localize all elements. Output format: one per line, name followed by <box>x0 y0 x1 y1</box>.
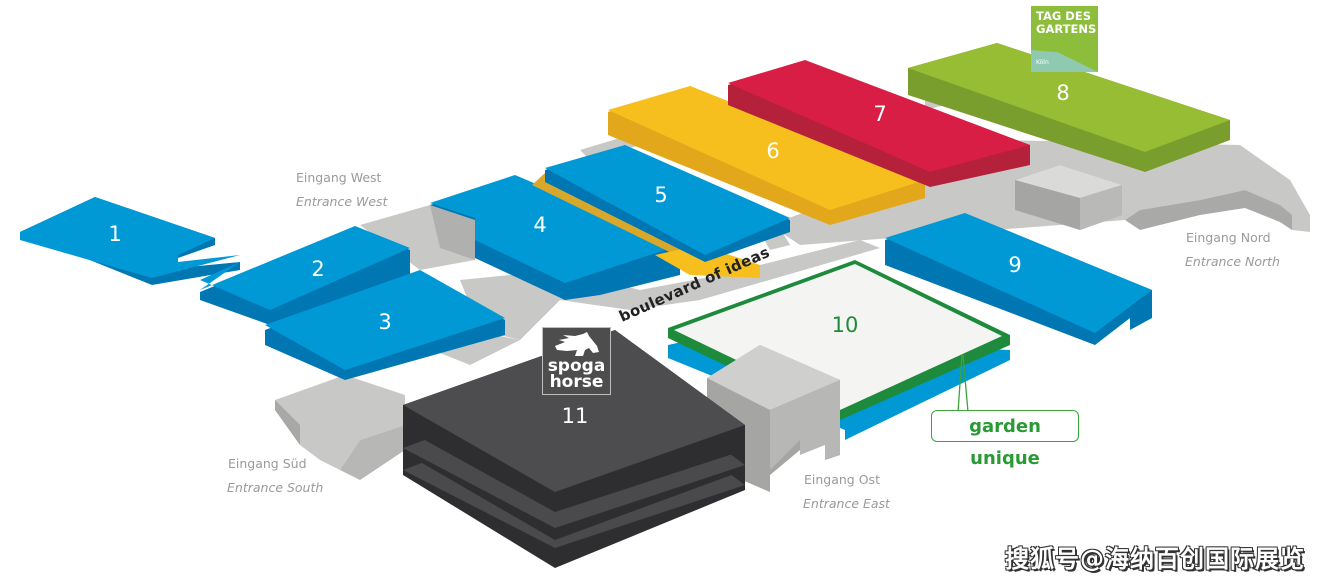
hall-9-label: 9 <box>1008 253 1021 277</box>
hall-3-label: 3 <box>378 310 391 334</box>
hall-1[interactable]: 1 <box>20 197 240 285</box>
entrance-west-en: Entrance West <box>296 194 389 209</box>
entrance-south-en: Entrance South <box>227 480 323 495</box>
garden-unique-pointer <box>957 354 963 413</box>
entrance-north-building <box>1015 165 1122 230</box>
hall-1-label: 1 <box>108 222 121 246</box>
entrance-east-de: Eingang Ost <box>804 472 880 487</box>
garden-unique-label: garden unique <box>931 410 1079 469</box>
entrance-west-de: Eingang West <box>296 170 382 185</box>
atrium-4-5-floor <box>655 245 760 278</box>
logo-line-1: TAG DES <box>1036 9 1091 23</box>
hall-11-label: 11 <box>562 404 589 428</box>
hall-4-label: 4 <box>533 213 546 237</box>
garden-unique-pointer-2 <box>962 354 969 413</box>
tag-des-gartens-text: TAG DES GARTENS <box>1036 10 1096 36</box>
spoga-text: spoga <box>547 356 606 376</box>
hall-6[interactable]: 6 <box>608 86 925 225</box>
horse-text: horse <box>549 372 604 392</box>
entrance-east-en: Entrance East <box>803 496 891 511</box>
hall-7-label: 7 <box>873 102 886 126</box>
watermark: 搜狐号@海纳百创国际展览 <box>1005 545 1305 573</box>
logo-city: Köln <box>1036 59 1049 66</box>
logo-line-2: GARTENS <box>1036 22 1097 36</box>
hall-10-label: 10 <box>832 313 859 337</box>
hall-6-label: 6 <box>766 139 779 163</box>
entrance-north-en: Entrance North <box>1185 254 1280 269</box>
hall-8[interactable]: 8 <box>908 43 1230 172</box>
hall-5-label: 5 <box>654 183 667 207</box>
hall-4[interactable]: 4 <box>430 175 680 300</box>
horse-head-icon <box>555 332 599 356</box>
spoga-horse-logo: spoga horse <box>542 327 611 395</box>
hall-2[interactable]: 2 <box>200 226 410 325</box>
tag-des-gartens-logo: TAG DES GARTENS Köln <box>1031 6 1098 72</box>
entrance-north-de: Eingang Nord <box>1186 230 1271 245</box>
hall-5[interactable]: 5 <box>545 145 790 262</box>
hall-7[interactable]: 7 <box>728 60 1030 187</box>
entrance-south-de: Eingang Süd <box>228 456 307 471</box>
hall-2-label: 2 <box>311 257 324 281</box>
hall-3[interactable]: 3 <box>265 270 505 380</box>
hall-8-label: 8 <box>1056 81 1069 105</box>
hall-11[interactable]: 11 <box>403 330 745 568</box>
hall-9[interactable]: 9 <box>885 213 1152 345</box>
